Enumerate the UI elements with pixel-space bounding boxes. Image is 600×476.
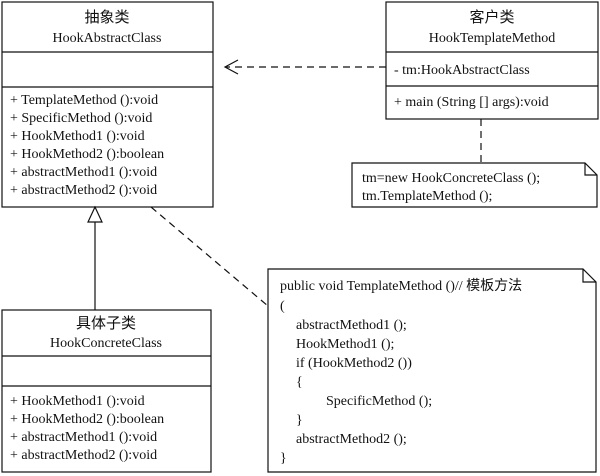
template-note-line-9: }	[280, 451, 287, 466]
abstract-method-0: + TemplateMethod ():void	[10, 93, 158, 108]
template-method-note: public void TemplateMethod ()// 模板方法 ( a…	[267, 268, 597, 473]
abstract-method-2: + HookMethod1 ():void	[10, 129, 145, 144]
template-note-frame	[267, 268, 597, 473]
client-note-line-0: tm=new HookConcreteClass ();	[362, 171, 540, 186]
client-class-title-en: HookTemplateMethod	[429, 31, 556, 46]
abstract-method-3: + HookMethod2 ():boolean	[10, 147, 164, 162]
client-class-box[interactable]: 客户类 HookTemplateMethod - tm:HookAbstract…	[385, 1, 599, 120]
client-note-frame	[351, 162, 598, 208]
concrete-class-box[interactable]: 具体子类 HookConcreteClass + HookMethod1 ():…	[1, 309, 212, 473]
abstract-method-1: + SpecificMethod ():void	[10, 111, 152, 126]
dependency-arrow-icon	[223, 59, 239, 75]
abstract-class-title-cn: 抽象类	[84, 9, 129, 26]
template-note-line-5: {	[296, 375, 303, 390]
concrete-method-2: + abstractMethod1 ():void	[10, 430, 157, 445]
abstract-method-5: + abstractMethod2 ():void	[10, 183, 157, 198]
client-class-method: + main (String [] args):void	[394, 95, 549, 110]
template-note-line-8: abstractMethod2 ();	[296, 432, 407, 447]
template-note-line-7: }	[296, 413, 303, 428]
template-note-anchor	[150, 206, 269, 307]
concrete-class-title-cn: 具体子类	[76, 315, 136, 332]
abstract-class-title-en: HookAbstractClass	[53, 31, 162, 46]
template-note-line-1: (	[280, 299, 285, 314]
template-note-line-2: abstractMethod1 ();	[296, 318, 407, 333]
template-note-line-4: if (HookMethod2 ())	[296, 356, 412, 371]
client-class-frame	[385, 1, 599, 120]
client-note: tm=new HookConcreteClass (); tm.Template…	[351, 162, 598, 208]
concrete-method-1: + HookMethod2 ():boolean	[10, 412, 164, 427]
concrete-class-title-en: HookConcreteClass	[50, 336, 162, 351]
client-note-line-1: tm.TemplateMethod ();	[362, 189, 492, 204]
concrete-class-frame	[1, 309, 212, 473]
concrete-method-0: + HookMethod1 ():void	[10, 394, 145, 409]
concrete-method-3: + abstractMethod2 ():void	[10, 448, 157, 463]
client-note-fold	[584, 163, 597, 176]
abstract-class-box[interactable]: 抽象类 HookAbstractClass + TemplateMethod (…	[1, 1, 214, 208]
template-note-line-3: HookMethod1 ();	[296, 337, 394, 352]
template-note-line-6: SpecificMethod ();	[326, 394, 432, 409]
template-note-fold	[582, 269, 596, 283]
abstract-class-frame	[1, 1, 214, 208]
template-note-line-0: public void TemplateMethod ()// 模板方法	[280, 278, 522, 294]
generalization-triangle-icon	[87, 205, 103, 223]
abstract-method-4: + abstractMethod1 ():void	[10, 165, 157, 180]
client-class-title-cn: 客户类	[469, 9, 514, 26]
client-class-attribute: - tm:HookAbstractClass	[394, 63, 530, 78]
